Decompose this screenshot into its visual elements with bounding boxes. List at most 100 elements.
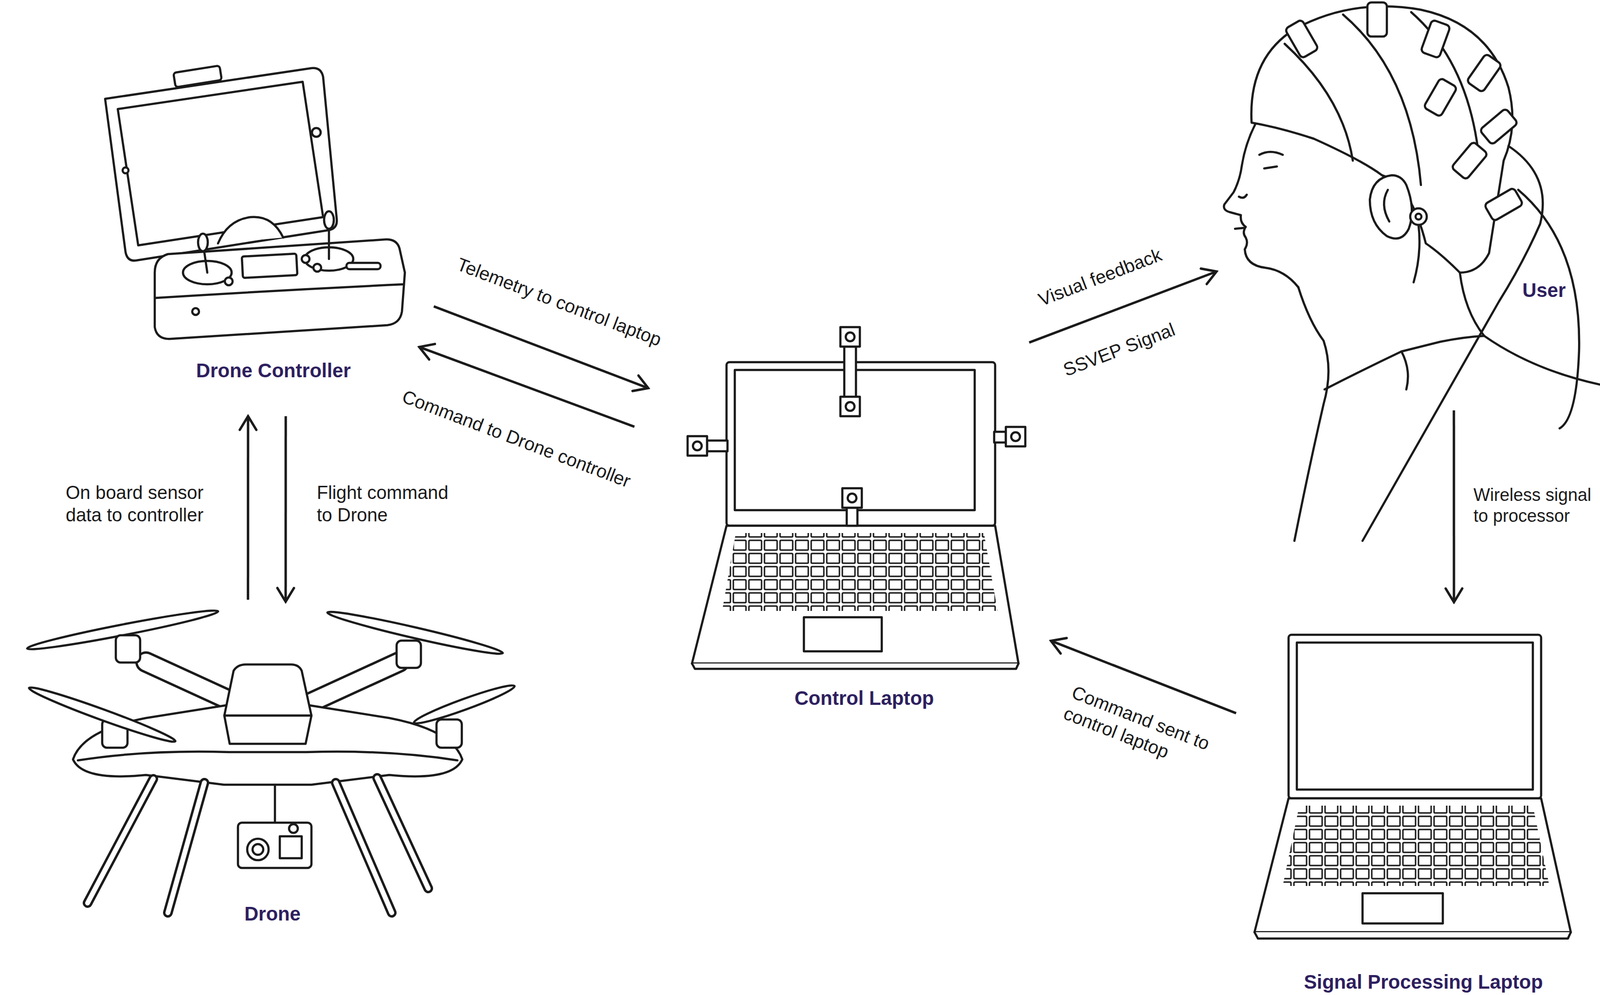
drone-hub-front <box>224 715 312 744</box>
electrode-dot <box>845 332 855 342</box>
laptop-lid <box>726 362 996 526</box>
collar-fold <box>1401 351 1408 390</box>
camera-screen <box>279 836 302 858</box>
gimbal <box>273 784 277 823</box>
camera-lens <box>252 843 264 855</box>
cap-electrode <box>1484 187 1524 222</box>
camera <box>237 822 312 868</box>
cap-electrode <box>1284 19 1319 59</box>
face-profile <box>1223 119 1299 288</box>
face-details <box>1235 151 1283 229</box>
laptop-edge <box>1254 931 1571 939</box>
controller-display <box>241 253 298 278</box>
propeller <box>412 680 517 728</box>
edge-label: Command sent to control laptop <box>1059 680 1237 785</box>
electrode-strip <box>707 440 728 452</box>
cap-electrode <box>1423 77 1458 118</box>
electrode-strip <box>994 431 1006 443</box>
component-label: Signal Processing Laptop <box>1301 970 1545 993</box>
laptop-lid <box>1288 634 1542 799</box>
edge-label: Telemetry to control laptop <box>452 252 666 352</box>
component-label: Control Laptop <box>792 686 937 710</box>
collar <box>1324 335 1485 390</box>
electrode-strip <box>846 507 858 526</box>
laptop-edge <box>691 663 1019 669</box>
electrode <box>840 396 860 417</box>
motor <box>396 640 421 668</box>
laptop-screen <box>1296 642 1533 790</box>
ear-clip-wire <box>1413 224 1420 283</box>
landing-leg <box>87 777 429 913</box>
component-node: Signal Processing Laptop <box>1250 630 1592 993</box>
left-stick-knob <box>198 233 208 252</box>
frame-line <box>77 751 458 761</box>
component-node: Drone <box>19 605 511 937</box>
drone-arm <box>145 661 400 716</box>
cap-electrode <box>1367 2 1387 37</box>
edge-label: On board sensor data to controller <box>64 481 219 527</box>
electrode-dot <box>1011 432 1020 441</box>
component-node: Control Laptop <box>683 318 1030 713</box>
chest-line <box>1294 287 1329 541</box>
camera-button <box>289 823 298 833</box>
component-node: Drone Controller <box>97 63 409 390</box>
electrode <box>1005 426 1026 447</box>
signal-label: SSVEP Signal <box>1058 317 1180 382</box>
tablet-screen <box>117 81 324 246</box>
propeller <box>27 682 178 746</box>
cap-electrode <box>1420 19 1451 58</box>
cap-seams <box>1284 12 1480 185</box>
tablet-button <box>311 127 321 137</box>
eeg-cable <box>1362 145 1543 541</box>
drone-hub <box>224 664 312 716</box>
control-laptop-figure <box>687 327 1026 669</box>
landing-leg <box>87 777 429 913</box>
user-figure <box>1223 2 1600 541</box>
controller-button <box>313 263 322 272</box>
controller-button <box>224 277 233 286</box>
component-label: Drone Controller <box>194 359 353 382</box>
electrode <box>687 436 708 456</box>
controller-button <box>301 254 310 263</box>
cap-electrodes <box>1284 2 1524 222</box>
drone-controller-figure <box>105 65 405 339</box>
right-stick-knob <box>324 211 334 229</box>
drone-figure <box>26 605 517 913</box>
edge-label: Visual feedback <box>1034 243 1167 312</box>
right-stick <box>327 224 331 259</box>
camera-lens <box>247 838 269 860</box>
tablet-holder <box>218 217 284 244</box>
electrode-dot <box>845 401 855 411</box>
trackpad <box>1362 892 1443 924</box>
electrode <box>840 327 860 347</box>
component-node: User <box>1216 0 1600 404</box>
drone-frame <box>72 704 463 785</box>
ear-inner <box>1383 189 1390 222</box>
ear-clip <box>1410 208 1427 225</box>
component-label: Drone <box>242 902 303 925</box>
eeg-cap <box>1251 6 1513 273</box>
ear <box>1369 175 1412 239</box>
eeg-cable <box>1518 189 1580 429</box>
drone-arm <box>145 661 400 716</box>
cap-electrode <box>1479 108 1518 146</box>
edge-label: Command to Drone controller <box>397 384 636 493</box>
motor <box>436 719 462 748</box>
component-label: User <box>1520 278 1568 302</box>
flow-arrow <box>246 416 250 600</box>
flow-arrow <box>284 416 288 602</box>
controller-button <box>346 262 381 270</box>
power-light <box>192 308 200 315</box>
keyboard <box>722 532 998 611</box>
electrode-strip <box>844 346 856 398</box>
edge-label: Wireless signal to processor <box>1472 484 1597 527</box>
electrode-dot <box>692 441 702 451</box>
laptop-base <box>1254 798 1571 932</box>
cap-electrode <box>1466 53 1503 93</box>
controller-body <box>154 239 405 339</box>
